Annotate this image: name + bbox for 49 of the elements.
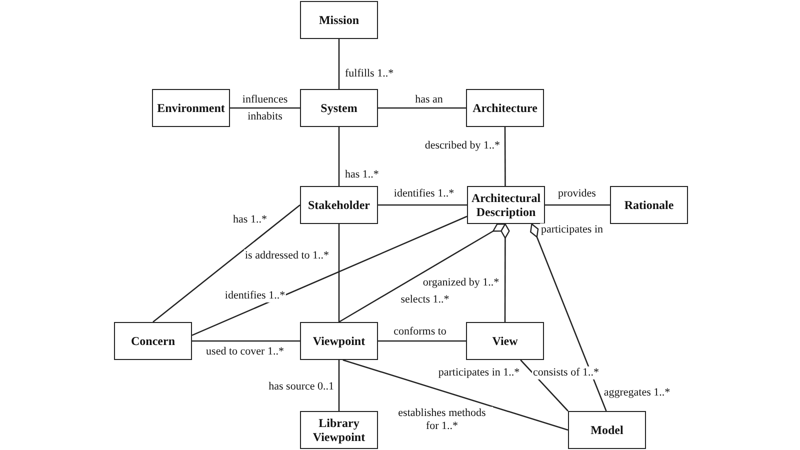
class-name: Mission [318, 12, 359, 28]
class-box [300, 1, 378, 39]
edge-label: identifies 1..* [224, 289, 286, 303]
class-name: Architecture [472, 100, 538, 116]
association-label: participates in [540, 223, 604, 237]
association-line [338, 126, 340, 186]
association-line [545, 204, 610, 206]
class-name: Viewpoint [312, 334, 366, 348]
class-name: Stakeholder [308, 198, 370, 212]
class-name: Architectural Description [470, 190, 542, 220]
class-name: Environment [157, 100, 225, 116]
association-line [338, 39, 340, 89]
association-line [338, 360, 340, 411]
association-line [152, 204, 300, 322]
association-line [230, 107, 300, 109]
association-line [504, 127, 506, 186]
association-line [520, 360, 568, 412]
association-line [192, 216, 468, 336]
class-name: Model [590, 422, 624, 438]
association-line [338, 224, 340, 322]
association-line [378, 340, 466, 342]
class-box [466, 322, 544, 360]
association-line [192, 340, 300, 342]
association-label: participates in 1..* [437, 366, 521, 380]
class-name: Rationale [624, 198, 674, 212]
edge-label: provides [557, 187, 597, 201]
association-line [342, 359, 568, 431]
edge-label: aggregates 1..* [602, 386, 672, 400]
aggregation-line [338, 223, 506, 323]
class-name: Library Viewpoint [312, 416, 366, 444]
class-name: System [320, 100, 358, 116]
edge-label: described by 1..* [424, 139, 501, 153]
edge-label: organized by 1..* [422, 276, 500, 290]
class-box [300, 411, 378, 449]
class-box [114, 322, 192, 360]
aggregation-line [500, 223, 510, 322]
class-box [610, 186, 688, 224]
class-box [300, 322, 378, 360]
association-line [378, 107, 466, 109]
class-box [466, 89, 544, 127]
class-box [568, 411, 646, 449]
edge-label: consists of 1..* [532, 366, 600, 380]
class-name: Concern [131, 334, 175, 348]
class-name: View [492, 334, 518, 348]
aggregation-line [530, 223, 607, 412]
class-box [300, 89, 378, 127]
association-line [378, 204, 467, 206]
class-box [300, 186, 378, 224]
class-box [152, 89, 230, 127]
